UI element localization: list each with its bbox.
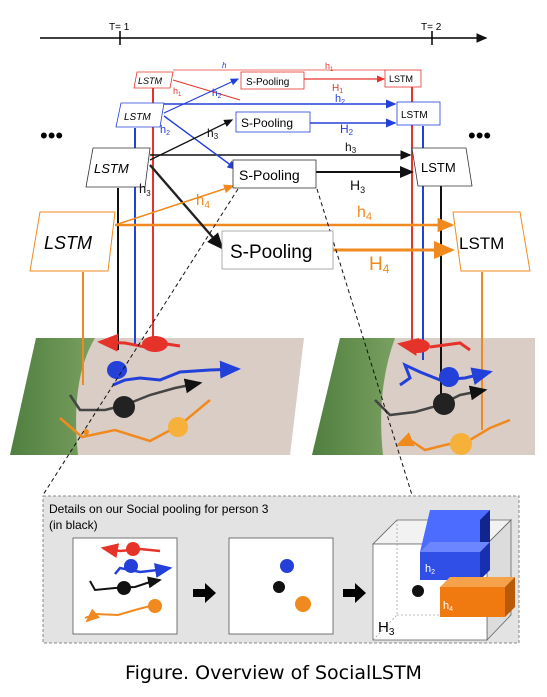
zoom-lines [42,188,413,496]
lstm-right-1: LSTM [384,69,422,88]
svg-text:h4: h4 [357,204,372,223]
svg-text:LSTM: LSTM [44,233,92,253]
svg-text:LSTM: LSTM [124,112,151,123]
svg-text:LSTM: LSTM [138,76,163,86]
detail-title-line1: Details on our Social pooling for person… [49,502,269,516]
svg-text:h3: h3 [139,181,151,198]
lstm-right-2: LSTM [396,101,441,126]
person-4-left [168,417,188,437]
t2-label: T= 2 [421,22,442,33]
person-3-right [433,393,455,415]
person-4-right [450,433,472,455]
lstm-right-4: LSTM [452,211,531,272]
person-2-right [439,367,459,387]
person-1-left [142,336,168,352]
lstm-left-1: LSTM [133,71,174,89]
hidden-state-labels: h h1 h1 H1 h2 h2 h2 H2 h3 h3 h3 H3 h4 h4… [139,61,390,276]
svg-text:h2: h2 [212,88,222,100]
scene-right [312,338,535,455]
timeline: T= 1 T= 2 [40,22,488,45]
svg-text:S-Pooling: S-Pooling [241,116,293,130]
pooling-inputs [114,78,241,250]
svg-text:h4: h4 [443,600,453,613]
svg-text:S-Pooling: S-Pooling [230,242,312,263]
svg-text:h3: h3 [345,140,357,155]
figure-caption: Figure. Overview of SocialLSTM [125,662,422,684]
social-tensor-cube: h2 h4 H3 [372,510,515,641]
horizontal-connections [115,69,455,259]
svg-text:h2: h2 [425,563,435,576]
svg-text:LSTM: LSTM [421,160,456,175]
svg-text:h1: h1 [173,86,182,98]
lstm-left-4: LSTM [29,211,116,272]
svg-text:LSTM: LSTM [401,110,428,121]
ellipsis-left: ••• [40,123,63,148]
svg-text:h4: h4 [196,192,210,211]
spool-3: S-Pooling [232,159,317,189]
ellipsis-right: ••• [468,123,491,148]
right-trajectories [374,338,511,455]
detail-title-line2: (in black) [49,518,98,532]
lstm-left-3: LSTM [85,147,151,188]
svg-text:S-Pooling: S-Pooling [239,167,300,183]
right-arrow-icon [343,583,366,603]
h-blank-label: h [222,61,227,70]
person-2-left [107,361,127,379]
svg-text:LSTM: LSTM [459,234,504,253]
svg-text:S-Pooling: S-Pooling [246,77,289,88]
lstm-right-3: LSTM [411,147,473,187]
person-1-right [406,339,430,353]
svg-text:h1: h1 [325,61,334,73]
t1-label: T= 1 [109,22,130,33]
svg-text:h2: h2 [160,124,170,137]
svg-text:h3: h3 [207,126,219,141]
svg-text:H4: H4 [369,254,390,276]
svg-text:H1: H1 [332,83,343,95]
spool-4: S-Pooling [221,230,334,270]
detail-panel: Details on our Social pooling for person… [42,495,520,644]
svg-text:LSTM: LSTM [389,74,413,84]
svg-text:LSTM: LSTM [94,161,129,176]
right-arrow-icon [193,583,216,603]
lstm-left-2: LSTM [115,102,165,128]
spool-1: S-Pooling [240,71,305,90]
svg-text:H2: H2 [340,122,354,137]
person-3-left [113,396,135,418]
svg-text:h2: h2 [335,93,345,106]
left-trajectories [59,333,241,443]
spool-2: S-Pooling [235,111,311,133]
svg-text:H3: H3 [350,177,365,195]
svg-text:H3: H3 [378,619,395,638]
